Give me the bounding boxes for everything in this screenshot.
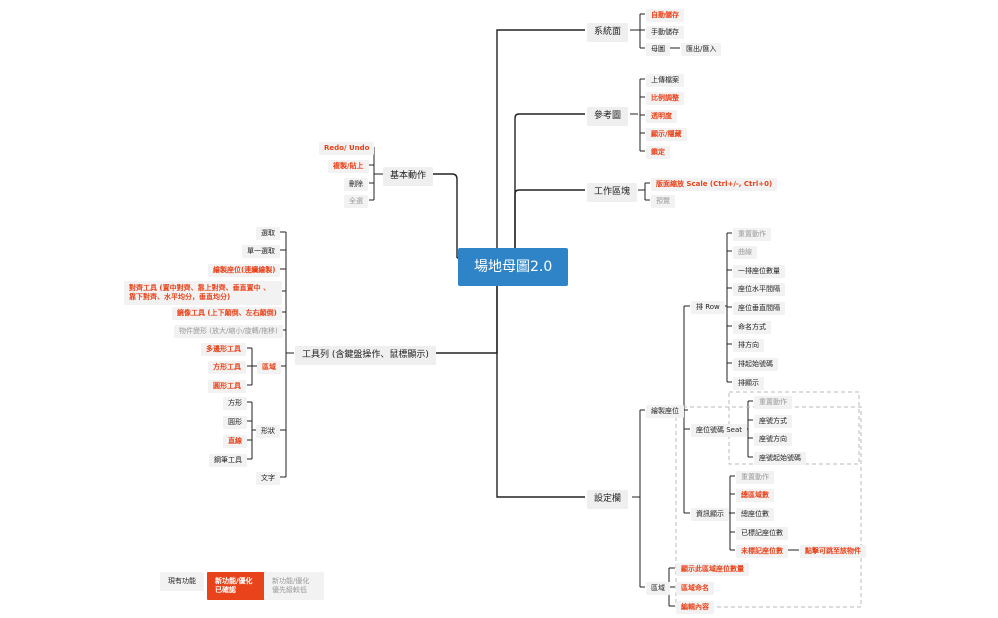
node-workspace[interactable]: 工作區塊 <box>587 183 638 202</box>
node-toolbar-item[interactable]: 文字 <box>256 472 280 485</box>
node-area-item[interactable]: 區域命名 <box>676 582 714 595</box>
node-basic-item[interactable]: 全選 <box>344 195 368 208</box>
node-area[interactable]: 區域 <box>646 582 670 595</box>
node-toolbar-item[interactable]: 繪製座位(連續繪製) <box>208 264 281 277</box>
node-shape-item[interactable]: 直線 <box>223 435 247 448</box>
node-info-subitem[interactable]: 點擊可跳至該物件 <box>800 545 866 558</box>
node-row-item[interactable]: 座位水平間隔 <box>733 283 785 296</box>
node-toolbar[interactable]: 工具列 (含鍵盤操作、鼠標顯示) <box>295 346 436 365</box>
node-settings[interactable]: 設定欄 <box>587 490 629 509</box>
node-reference-item[interactable]: 比例調整 <box>646 92 684 105</box>
root-node[interactable]: 場地母圖2.0 <box>458 248 569 286</box>
node-row-item[interactable]: 排起始號碼 <box>733 358 778 371</box>
node-system[interactable]: 系統面 <box>587 23 629 42</box>
node-info-display[interactable]: 資訊顯示 <box>691 508 729 521</box>
node-reference-item[interactable]: 透明度 <box>646 110 677 123</box>
node-info-item[interactable]: 總區域數 <box>736 489 774 502</box>
node-basic-item[interactable]: 複製/貼上 <box>328 160 369 173</box>
node-shape-item[interactable]: 圓形 <box>223 416 247 429</box>
node-row-item[interactable]: 排方向 <box>733 339 764 352</box>
node-info-item[interactable]: 總座位數 <box>736 508 774 521</box>
node-info-item[interactable]: 已標記座位數 <box>736 527 788 540</box>
node-draw-seats[interactable]: 繪製座位 <box>646 405 684 418</box>
legend-new-low-priority: 新功能/優化 優先級較低 <box>264 572 324 600</box>
node-basic-item[interactable]: Redo/ Undo <box>319 142 375 155</box>
node-row-item[interactable]: 曲線 <box>733 246 757 259</box>
node-toolbar-item[interactable]: 鏡像工具 (上下顛倒、左右顛倒) <box>172 307 282 320</box>
node-info-item[interactable]: 重置動作 <box>736 471 774 484</box>
node-reference-item[interactable]: 上傳檔案 <box>646 74 684 87</box>
node-system-item[interactable]: 手動儲存 <box>646 26 684 39</box>
node-row-item[interactable]: 座位垂直間隔 <box>733 302 785 315</box>
node-reference[interactable]: 參考圖 <box>587 107 629 126</box>
node-basic-actions[interactable]: 基本動作 <box>383 167 434 186</box>
node-shape-item[interactable]: 方形 <box>223 397 247 410</box>
node-row-item[interactable]: 重置動作 <box>733 228 771 241</box>
node-region-item[interactable]: 多邊形工具 <box>201 343 246 356</box>
node-area-item[interactable]: 編輯內容 <box>676 601 714 614</box>
node-workspace-item[interactable]: 預覽 <box>651 195 675 208</box>
node-toolbar-item[interactable]: 物件變形 (放大/縮小/旋轉/拖移) <box>174 325 283 338</box>
node-basic-item[interactable]: 刪除 <box>344 178 368 191</box>
node-seat-number-item[interactable]: 重置動作 <box>754 396 792 409</box>
node-area-item[interactable]: 顯示此區域座位數量 <box>676 563 749 576</box>
legend-existing: 現有功能 <box>160 572 204 591</box>
node-row-item[interactable]: 命名方式 <box>733 321 771 334</box>
node-system-subitem[interactable]: 匯出/匯入 <box>681 43 722 56</box>
node-shape-item[interactable]: 鋼筆工具 <box>209 454 247 467</box>
node-toolbar-item[interactable]: 對齊工具 (置中對齊、靠上對齊、垂直置中 、靠下對齊、水平均分，垂直均分) <box>124 281 282 305</box>
node-system-item[interactable]: 自動儲存 <box>646 9 684 22</box>
node-toolbar-item[interactable]: 選取 <box>256 227 280 240</box>
legend-new-confirmed: 新功能/優化 已確認 <box>207 572 265 600</box>
node-seat-number-item[interactable]: 座號方式 <box>754 415 792 428</box>
node-seat-number-item[interactable]: 座號起始號碼 <box>754 452 806 465</box>
node-system-item[interactable]: 母圖 <box>646 43 670 56</box>
node-toolbar-region[interactable]: 區域 <box>257 361 281 374</box>
node-seat-number-item[interactable]: 座號方向 <box>754 433 792 446</box>
node-region-item[interactable]: 方形工具 <box>208 361 246 374</box>
node-region-item[interactable]: 圓形工具 <box>208 380 246 393</box>
node-info-item[interactable]: 未標記座位數 <box>736 545 788 558</box>
node-seat-number[interactable]: 座位號碼 Seat <box>691 424 748 437</box>
node-row-item[interactable]: 排顯示 <box>733 377 764 390</box>
node-reference-item[interactable]: 顯示/隱藏 <box>646 128 687 141</box>
node-toolbar-item[interactable]: 單一選取 <box>242 245 280 258</box>
node-row-item[interactable]: 一排座位數量 <box>733 265 785 278</box>
node-toolbar-shape[interactable]: 形狀 <box>256 425 280 438</box>
node-workspace-item[interactable]: 版面縮放 Scale (Ctrl+/-, Ctrl+0) <box>651 178 778 191</box>
node-row[interactable]: 排 Row <box>691 301 725 314</box>
node-reference-item[interactable]: 鎖定 <box>646 146 670 159</box>
